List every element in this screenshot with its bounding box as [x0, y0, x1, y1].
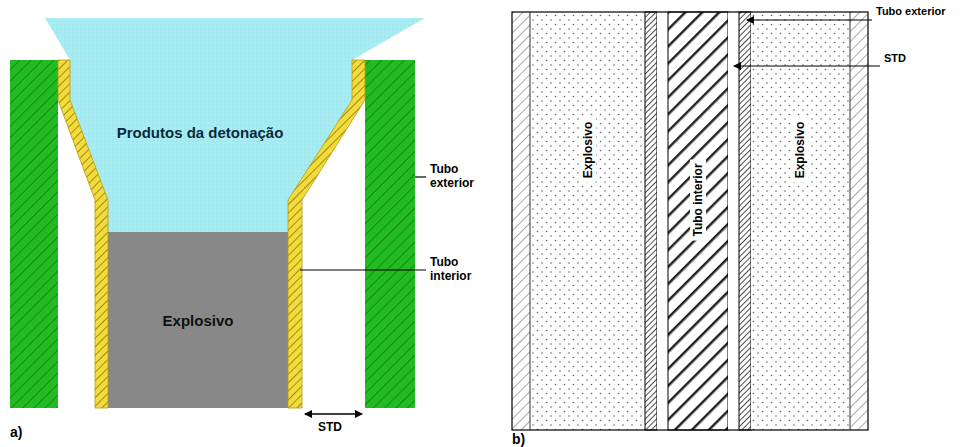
- dimension-label: STD: [884, 52, 934, 65]
- explosive-layer: Explosivo: [535, 40, 640, 260]
- part-label: Tubo interior: [430, 256, 492, 284]
- inner-tube-layer: Tubo interior: [670, 90, 726, 310]
- node-text: Explosivo: [580, 118, 596, 183]
- detonation-products-region: Produtos da detonação: [100, 92, 300, 172]
- leader-line: [300, 269, 426, 270]
- frame-line: [530, 12, 531, 430]
- node-text: Tubo interior: [690, 159, 706, 240]
- explosive-left: [530, 12, 645, 430]
- explosive-region: Explosivo: [110, 295, 286, 345]
- node-text: Produtos da detonação: [117, 124, 284, 141]
- leader-line: [415, 176, 426, 177]
- part-label: Tubo exterior: [876, 5, 968, 18]
- leader-arrow: [747, 19, 872, 20]
- explosive-right: [751, 12, 850, 430]
- outer-tube-right: [365, 60, 415, 408]
- explosive-layer: Explosivo: [755, 40, 845, 260]
- node-text: Explosivo: [163, 312, 234, 329]
- outer-tube-left: [645, 12, 657, 430]
- frame: [512, 12, 868, 430]
- inner-tube-left: [58, 60, 108, 408]
- explosive-charge: [108, 232, 288, 408]
- dimension-label: STD: [318, 421, 368, 435]
- panel-label: a): [10, 424, 40, 440]
- frame-line: [850, 12, 851, 430]
- std-dimension: [305, 413, 362, 415]
- inner-tube-right: [288, 60, 365, 408]
- casing-left: [512, 12, 530, 430]
- leader-arrow: [734, 65, 880, 66]
- outer-tube-right: [739, 12, 751, 430]
- std-gap: [728, 12, 739, 430]
- node-text: Explosivo: [792, 118, 808, 183]
- std-gap: [657, 12, 668, 430]
- part-label: Tubo exterior: [430, 163, 492, 191]
- casing-right: [850, 12, 868, 430]
- outer-tube-left: [10, 60, 58, 408]
- panel-label: b): [512, 431, 542, 447]
- inner-tube: [668, 12, 728, 430]
